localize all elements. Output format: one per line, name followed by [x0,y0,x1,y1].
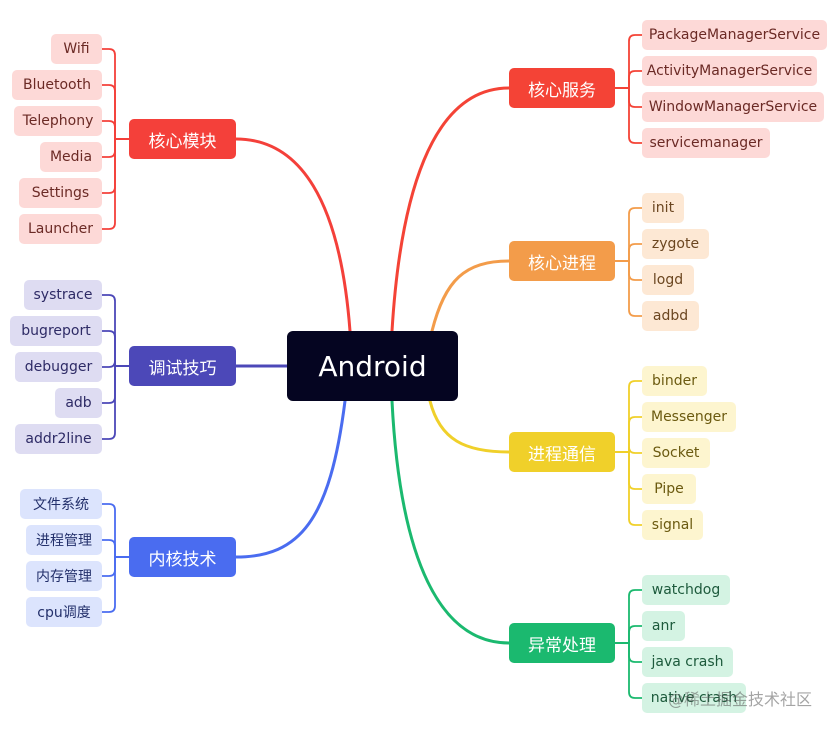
connector-debug-tips-leaf-1 [101,330,130,367]
leaf-ipc-1[interactable]: Messenger [642,402,736,432]
leaf-debug-tips-0[interactable]: systrace [24,280,102,310]
leaf-ipc-4[interactable]: signal [642,510,703,540]
leaf-core-modules-1[interactable]: Bluetooth [12,70,102,100]
connector-core-processes-leaf-3 [614,260,643,317]
leaf-core-services-1[interactable]: ActivityManagerService [642,56,817,86]
connector-exception-handling-leaf-3 [614,642,643,699]
leaf-core-modules-5[interactable]: Launcher [19,214,102,244]
leaf-core-processes-2[interactable]: logd [642,265,694,295]
connector-debug-tips-leaf-2 [101,360,130,368]
branch-exception-handling[interactable]: 异常处理 [509,623,615,663]
connector-root-ipc [428,399,511,454]
leaf-core-processes-1[interactable]: zygote [642,229,709,259]
leaf-exception-handling-3[interactable]: native crash [642,683,746,713]
connector-root-core-modules [234,137,352,333]
leaf-core-modules-2[interactable]: Telephony [14,106,102,136]
leaf-core-modules-4[interactable]: Settings [19,178,102,208]
branch-core-modules[interactable]: 核心模块 [129,119,236,159]
connector-core-modules-leaf-5 [101,138,130,230]
leaf-core-processes-0[interactable]: init [642,193,684,223]
leaf-ipc-3[interactable]: Pipe [642,474,696,504]
branch-core-processes[interactable]: 核心进程 [509,241,615,281]
branch-debug-tips[interactable]: 调试技巧 [129,346,236,386]
leaf-debug-tips-2[interactable]: debugger [15,352,102,382]
leaf-debug-tips-3[interactable]: adb [55,388,102,418]
leaf-kernel-tech-2[interactable]: 内存管理 [26,561,102,591]
connector-kernel-tech-leaf-0 [101,503,130,558]
connector-kernel-tech-leaf-1 [101,539,130,558]
leaf-kernel-tech-0[interactable]: 文件系统 [20,489,102,519]
leaf-core-modules-0[interactable]: Wifi [51,34,102,64]
leaf-kernel-tech-3[interactable]: cpu调度 [26,597,102,627]
connector-root-exception-handling [390,399,511,645]
connector-ipc-leaf-4 [614,451,643,526]
connector-core-modules-leaf-1 [101,84,130,140]
leaf-exception-handling-1[interactable]: anr [642,611,685,641]
connector-ipc-leaf-1 [614,416,643,453]
connector-exception-handling-leaf-1 [614,625,643,644]
leaf-core-services-2[interactable]: WindowManagerService [642,92,824,122]
connector-root-core-services [390,86,511,333]
connector-exception-handling-leaf-0 [614,589,643,644]
connector-kernel-tech-leaf-3 [101,556,130,613]
connector-debug-tips-leaf-0 [101,294,130,367]
branch-kernel-tech[interactable]: 内核技术 [129,537,236,577]
leaf-debug-tips-4[interactable]: addr2line [15,424,102,454]
connector-core-modules-leaf-0 [101,48,130,140]
leaf-core-modules-3[interactable]: Media [40,142,102,172]
branch-ipc[interactable]: 进程通信 [509,432,615,472]
connector-core-modules-leaf-2 [101,120,130,140]
connector-root-core-processes [430,259,511,333]
connector-root-kernel-tech [234,399,347,559]
connector-core-services-leaf-3 [614,87,643,144]
leaf-core-processes-3[interactable]: adbd [642,301,699,331]
connector-ipc-leaf-2 [614,446,643,454]
leaf-kernel-tech-1[interactable]: 进程管理 [26,525,102,555]
connector-core-services-leaf-0 [614,34,643,89]
branch-core-services[interactable]: 核心服务 [509,68,615,108]
leaf-debug-tips-1[interactable]: bugreport [10,316,102,346]
connector-core-services-leaf-1 [614,70,643,89]
connector-core-processes-leaf-0 [614,207,643,262]
root-node-android[interactable]: Android [287,331,458,401]
leaf-exception-handling-2[interactable]: java crash [642,647,733,677]
leaf-exception-handling-0[interactable]: watchdog [642,575,730,605]
leaf-core-services-0[interactable]: PackageManagerService [642,20,827,50]
connector-debug-tips-leaf-4 [101,365,130,440]
watermark: @稀土掘金技术社区 [668,690,813,709]
leaf-ipc-0[interactable]: binder [642,366,707,396]
connector-ipc-leaf-0 [614,380,643,453]
connector-core-processes-leaf-1 [614,243,643,262]
leaf-core-services-3[interactable]: servicemanager [642,128,770,158]
leaf-ipc-2[interactable]: Socket [642,438,710,468]
